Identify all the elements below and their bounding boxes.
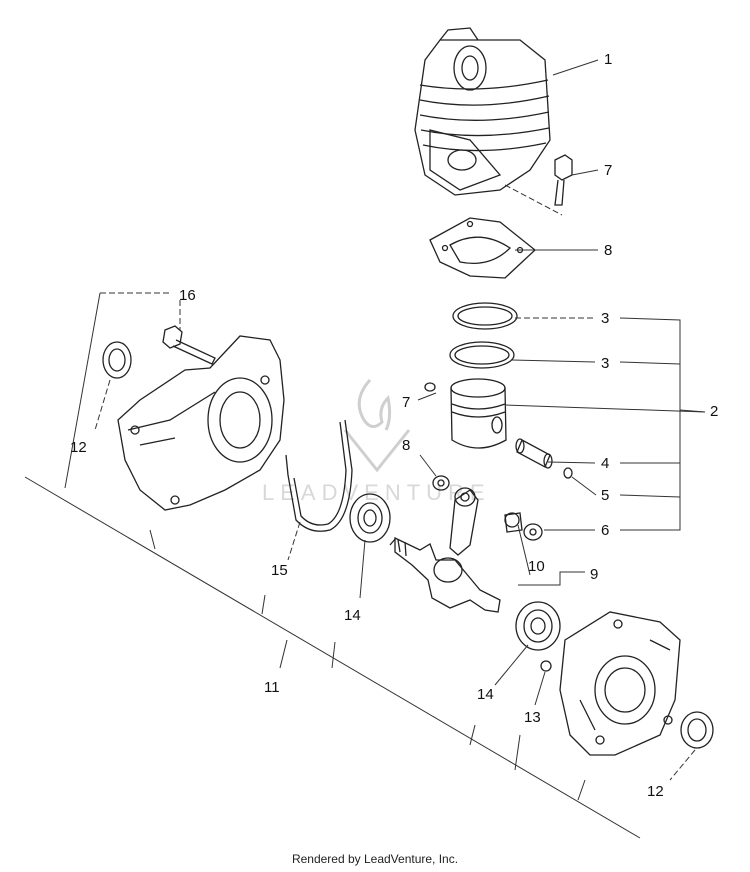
callout-3: 3 — [601, 310, 610, 327]
callout-12: 12 — [70, 439, 87, 456]
callout-8: 8 — [604, 242, 613, 259]
needle-bearing-10 — [504, 512, 523, 533]
piston-2 — [450, 378, 507, 449]
cylinder-part — [414, 27, 551, 196]
callout-12: 12 — [647, 783, 664, 800]
callout-9: 9 — [590, 566, 599, 583]
callout-16: 16 — [179, 287, 196, 304]
callout-2: 2 — [710, 403, 719, 420]
footer-credit: Rendered by LeadVenture, Inc. — [291, 852, 459, 866]
watermark-text: LEADVENTURE — [262, 480, 491, 505]
callout-8: 8 — [402, 437, 411, 454]
callout-5: 5 — [601, 487, 610, 504]
bolt-16 — [162, 325, 216, 365]
crankcase-left — [117, 335, 285, 511]
leadventure-watermark-logo: LEADVENTURE — [262, 378, 491, 505]
oil-seal-12-right — [680, 711, 714, 749]
callout-14: 14 — [477, 686, 494, 703]
callout-11: 11 — [264, 679, 280, 696]
piston-clip-7 — [424, 382, 436, 392]
ball-bearing-14-right — [515, 601, 561, 651]
pin-clip-5 — [563, 467, 573, 479]
bolt-7-upper — [554, 154, 573, 206]
washer-8-lower — [432, 475, 450, 491]
piston-ring-lower — [449, 341, 515, 369]
crankcase-gasket-15 — [285, 419, 353, 532]
callout-3: 3 — [601, 355, 610, 372]
washer-6 — [523, 523, 543, 541]
callout-15: 15 — [271, 562, 288, 579]
callout-6: 6 — [601, 522, 610, 539]
crankcase-right — [559, 611, 681, 756]
gasket-8 — [429, 217, 536, 279]
callout-7: 7 — [604, 162, 613, 179]
dowel-pin-13 — [540, 660, 552, 672]
callout-13: 13 — [524, 709, 541, 726]
piston-pin-4 — [515, 438, 553, 469]
callout-4: 4 — [601, 455, 610, 472]
ball-bearing-14-left — [349, 493, 391, 543]
callout-10: 10 — [528, 558, 545, 575]
callout-14: 14 — [344, 607, 361, 624]
callout-1: 1 — [604, 51, 613, 68]
crankshaft — [389, 487, 501, 613]
callout-7: 7 — [402, 394, 411, 411]
oil-seal-12-left — [102, 341, 132, 379]
leader-lines — [24, 59, 706, 839]
piston-ring-upper — [452, 302, 518, 330]
